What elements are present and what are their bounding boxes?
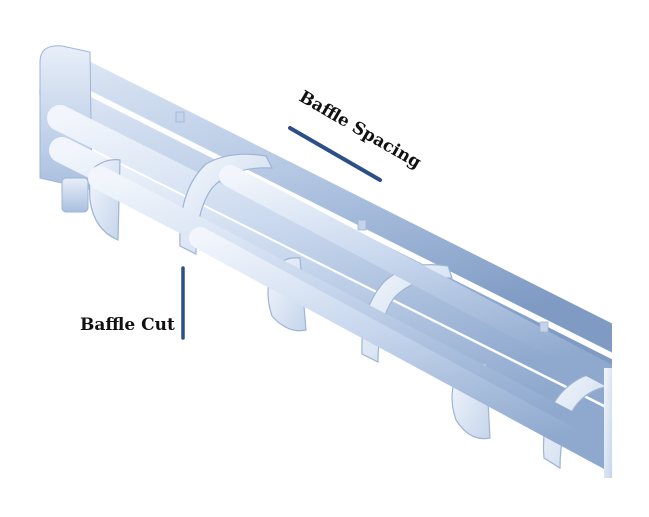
baffle-spacing-annotation: Baffle Spacing — [288, 87, 425, 182]
tie-rods — [175, 111, 549, 333]
bundle-group — [39, 0, 649, 517]
tie-rod — [539, 321, 549, 333]
tube-bundle-front — [88, 165, 649, 487]
baffle-cut-annotation: Baffle Cut — [80, 266, 185, 340]
tube — [189, 227, 649, 487]
tube — [219, 165, 649, 403]
cut-edge — [604, 368, 612, 478]
baffle-spacing-label: Baffle Spacing — [296, 87, 425, 173]
baffle-cut-label: Baffle Cut — [80, 315, 175, 335]
baffle-spacing-indicator — [288, 126, 382, 182]
tie-rod — [357, 219, 367, 231]
tube — [47, 105, 649, 421]
tube — [45, 47, 649, 365]
baffle-2 — [179, 153, 273, 255]
tie-rod — [175, 111, 185, 123]
tube-bundle-middle — [47, 105, 649, 453]
edge-mask — [612, 0, 649, 517]
nozzle — [61, 177, 89, 213]
